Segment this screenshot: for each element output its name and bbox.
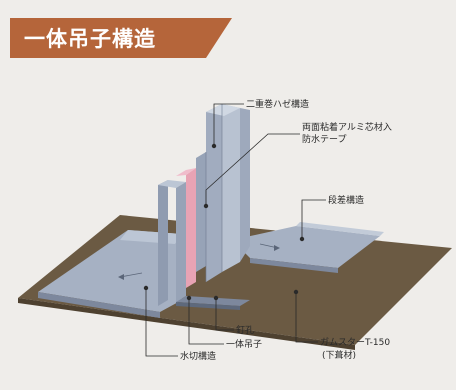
label-nail-hole: 釘孔 bbox=[236, 324, 254, 336]
label-underlay-line1: ガムスターT-150 bbox=[320, 337, 390, 348]
label-underlay-line2: (下葺材) bbox=[322, 349, 356, 361]
double-seam-front bbox=[206, 104, 222, 282]
double-seam-top bbox=[206, 104, 240, 116]
title-banner: 一体吊子構造 bbox=[10, 18, 232, 58]
seam-rib-side bbox=[240, 108, 250, 262]
label-clip: 一体吊子 bbox=[226, 338, 262, 350]
label-tape-line2: 防水テープ bbox=[302, 133, 346, 145]
right-panel-front bbox=[250, 258, 338, 273]
seam-front-face bbox=[176, 182, 186, 302]
title-text: 一体吊子構造 bbox=[24, 27, 156, 51]
seam-step-top bbox=[158, 180, 186, 188]
callout-labels: 二重巻ハゼ構造 両面粘着アルミ芯材入 防水テープ 段差構造 釘孔 一体吊子 水切… bbox=[180, 98, 392, 362]
title-band bbox=[10, 18, 232, 58]
waterproof-tape bbox=[186, 168, 196, 288]
underlay-edge bbox=[18, 298, 355, 350]
left-panel-front bbox=[38, 292, 160, 318]
leader-lines bbox=[145, 103, 326, 357]
standing-seam bbox=[158, 104, 250, 310]
right-panel-step bbox=[296, 222, 384, 236]
clip-upper-face bbox=[196, 152, 206, 272]
label-step: 段差構造 bbox=[328, 194, 364, 206]
double-seam-side bbox=[222, 104, 240, 272]
right-panel-top bbox=[232, 226, 380, 268]
label-drip: 水切構造 bbox=[180, 350, 216, 362]
label-tape-line1: 両面粘着アルミ芯材入 bbox=[302, 121, 392, 133]
right-roof-panel bbox=[232, 222, 384, 273]
clip-base-foot bbox=[176, 302, 240, 310]
label-double-seam: 二重巻ハゼ構造 bbox=[246, 98, 309, 110]
seam-inner-wall bbox=[158, 180, 168, 306]
clip-base-flange bbox=[176, 296, 250, 306]
waterproof-tape-top bbox=[176, 168, 196, 176]
